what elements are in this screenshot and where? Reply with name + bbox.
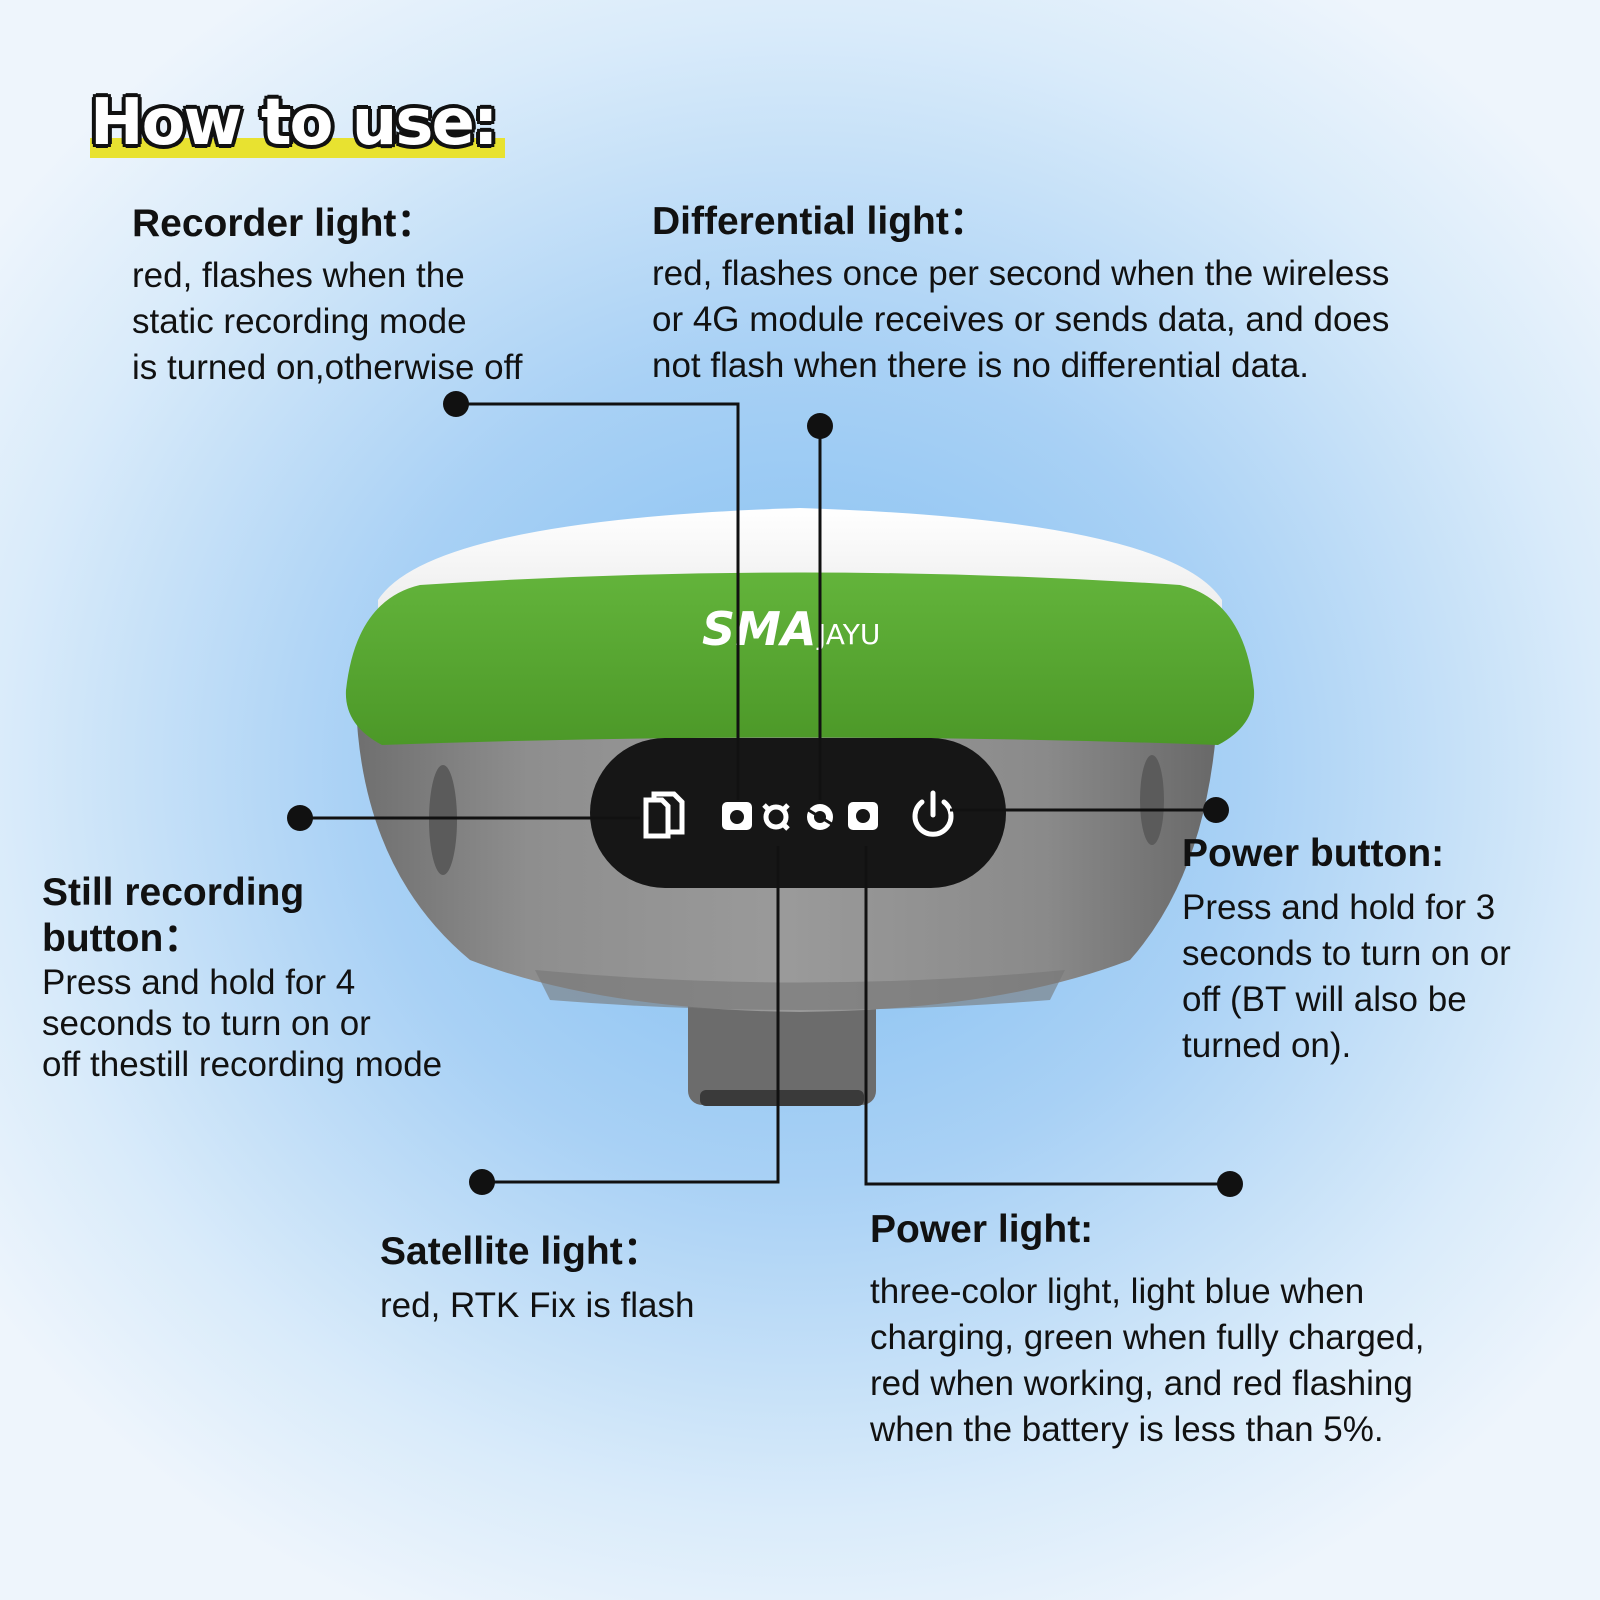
callout-line: three-color light, light blue when	[870, 1272, 1365, 1311]
callout-power-light: Power light: three-color light, light bl…	[870, 1206, 1570, 1453]
differential-light-icon	[804, 804, 836, 830]
page-title: How to use:	[90, 86, 498, 160]
callout-line: red, flashes when the	[132, 256, 465, 295]
brand-logo: SMA JAYU	[702, 602, 880, 656]
callout-recorder-light: Recorder light： red, flashes when the st…	[132, 200, 602, 391]
leader-dot-recorder	[443, 391, 469, 417]
power-light-icon	[848, 802, 878, 830]
sd-card-icon	[643, 791, 685, 839]
callout-line: not flash when there is no differential …	[652, 346, 1310, 385]
callout-heading: Satellite light：	[380, 1230, 662, 1273]
leader-dot-still-recording	[287, 805, 313, 831]
callout-line: Press and hold for 4	[42, 963, 356, 1002]
callout-heading: Still recording	[42, 871, 305, 914]
right-side-slot	[1140, 755, 1164, 845]
title-highlight-bar	[90, 138, 505, 158]
callout-line: charging, green when fully charged,	[870, 1318, 1425, 1357]
callout-line: static recording mode	[132, 302, 467, 341]
svg-text:JAYU: JAYU	[816, 618, 880, 651]
leader-dot-power-light	[1217, 1171, 1243, 1197]
leader-dot-satellite	[469, 1169, 495, 1195]
leader-power-light	[864, 846, 1230, 1186]
leader-satellite-light	[482, 846, 780, 1184]
callout-line: red when working, and red flashing	[870, 1364, 1413, 1403]
callout-line: when the battery is less than 5%.	[870, 1410, 1384, 1449]
callout-power-button: Power button: Press and hold for 3 secon…	[1182, 830, 1587, 1069]
left-side-slot	[429, 765, 457, 875]
callout-heading: button：	[42, 917, 203, 960]
callout-heading: Power button:	[1182, 832, 1445, 875]
callout-line: off (BT will also be	[1182, 980, 1467, 1019]
callout-heading: Differential light：	[652, 200, 988, 243]
callout-line: seconds to turn on or	[42, 1004, 371, 1043]
power-button-icon	[912, 790, 954, 837]
green-band	[345, 572, 1255, 745]
callout-line: red, RTK Fix is flash	[380, 1286, 695, 1325]
leader-dot-power-button	[1203, 797, 1229, 823]
callout-heading: Power light:	[870, 1208, 1094, 1251]
leader-recorder-light	[456, 402, 740, 800]
svg-text:SMA: SMA	[702, 602, 817, 656]
leader-dot-differential	[807, 413, 833, 439]
page-title-block: How to use:	[90, 86, 505, 160]
callout-line: off thestill recording mode	[42, 1045, 443, 1084]
satellite-light-icon	[762, 803, 790, 831]
record-light-icon	[722, 802, 752, 830]
callout-line: Press and hold for 3	[1182, 888, 1496, 927]
callout-line: or 4G module receives or sends data, and…	[652, 300, 1390, 339]
callout-line: turned on).	[1182, 1026, 1352, 1065]
callout-line: red, flashes once per second when the wi…	[652, 254, 1390, 293]
callout-line: seconds to turn on or	[1182, 934, 1511, 973]
callout-satellite-light: Satellite light： red, RTK Fix is flash	[380, 1228, 800, 1329]
callout-differential-light: Differential light： red, flashes once pe…	[652, 198, 1532, 389]
callout-heading: Recorder light：	[132, 202, 436, 245]
callout-line: is turned on,otherwise off	[132, 348, 523, 387]
control-panel	[590, 738, 1006, 888]
callout-still-recording-button: Still recording button： Press and hold f…	[42, 870, 522, 1085]
